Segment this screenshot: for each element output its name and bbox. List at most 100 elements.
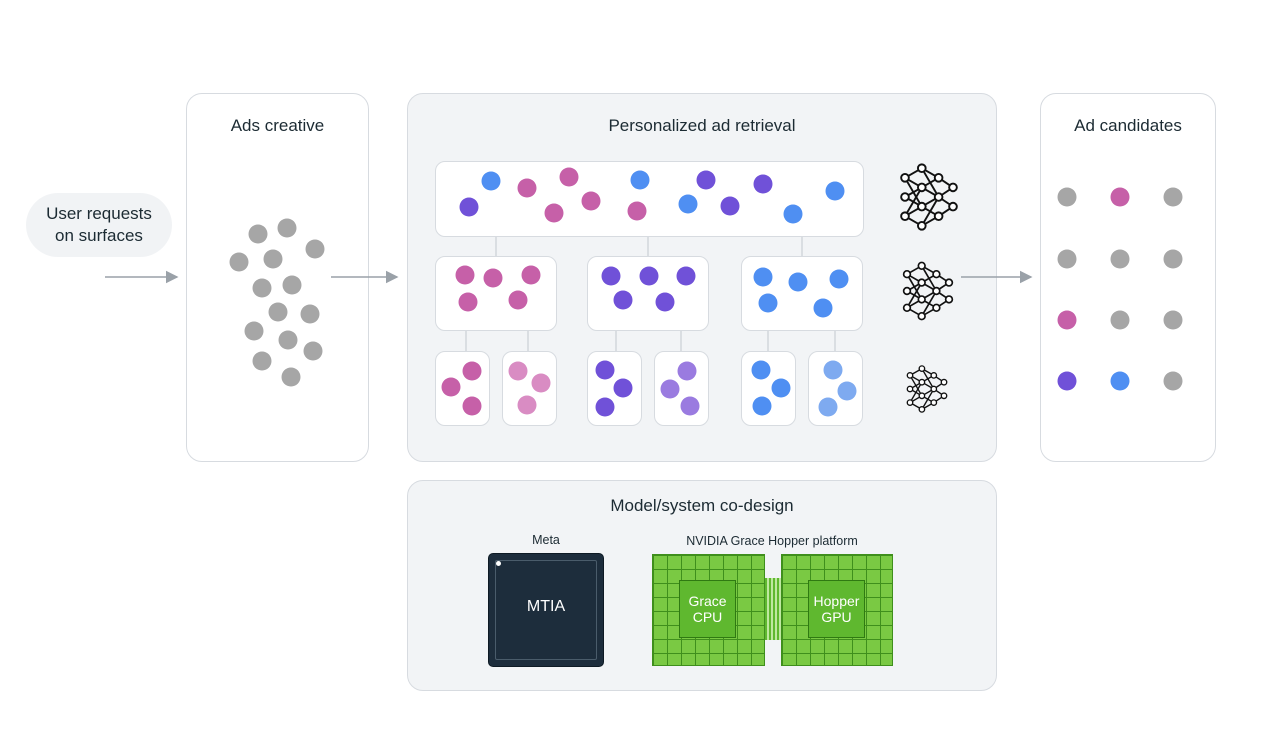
- neural-network-icon-large: [900, 163, 958, 231]
- ad-dot: [676, 266, 696, 286]
- ad-dot: [481, 171, 501, 191]
- ad-dot: [783, 204, 803, 224]
- meta-label: Meta: [532, 533, 560, 547]
- candidate-dot: [1163, 187, 1183, 207]
- ad-dot: [678, 194, 698, 214]
- ad-dot: [788, 272, 808, 292]
- candidate-dot: [1057, 187, 1077, 207]
- ad-dot: [462, 396, 482, 416]
- ad-candidates-panel: Ad candidates: [1040, 93, 1216, 462]
- ad-dot: [508, 290, 528, 310]
- ad-dot: [825, 181, 845, 201]
- level-3-dots: [441, 360, 857, 417]
- ad-dot: [823, 360, 843, 380]
- ad-dot: [517, 395, 537, 415]
- creative-dot: [277, 218, 297, 238]
- grace-cpu-core: Grace CPU: [679, 580, 736, 638]
- ad-dot: [595, 360, 615, 380]
- ad-dot: [758, 293, 778, 313]
- ad-dot: [753, 174, 773, 194]
- creative-dot: [268, 302, 288, 322]
- ads-creative-dots: [229, 218, 325, 387]
- ad-dot: [483, 268, 503, 288]
- hopper-gpu-core: Hopper GPU: [808, 580, 865, 638]
- mtia-chip-border: [495, 560, 597, 660]
- ad-dot: [655, 292, 675, 312]
- ad-dot: [517, 178, 537, 198]
- candidate-dot: [1057, 310, 1077, 330]
- ad-dot: [813, 298, 833, 318]
- grace-cpu-label: Grace CPU: [688, 593, 727, 625]
- retrieval-level-1-box: [435, 161, 864, 237]
- ad-dot: [613, 290, 633, 310]
- creative-dot: [300, 304, 320, 324]
- ad-dot: [677, 361, 697, 381]
- tree-connectors: [465, 237, 836, 351]
- creative-dot: [252, 278, 272, 298]
- ad-dot: [458, 292, 478, 312]
- codesign-title: Model/system co-design: [610, 496, 794, 515]
- mtia-chip-marker: [496, 561, 501, 566]
- creative-dot: [263, 249, 283, 269]
- ad-dot: [441, 377, 461, 397]
- ad-dot: [660, 379, 680, 399]
- level-1-dots: [459, 167, 845, 224]
- ad-dot: [581, 191, 601, 211]
- candidate-dot: [1110, 249, 1130, 269]
- mtia-label: MTIA: [526, 598, 566, 615]
- creative-dot: [282, 275, 302, 295]
- ad-dot: [753, 267, 773, 287]
- creative-dot: [278, 330, 298, 350]
- ads-creative-title: Ads creative: [230, 116, 325, 135]
- ad-dot: [544, 203, 564, 223]
- ad-dot: [613, 378, 633, 398]
- ad-dot: [462, 361, 482, 381]
- ad-dot: [455, 265, 475, 285]
- ad-dot: [601, 266, 621, 286]
- ad-dot: [521, 265, 541, 285]
- neural-network-icon-small: [906, 365, 948, 413]
- nvidia-label: NVIDIA Grace Hopper platform: [686, 534, 858, 548]
- ad-dot: [680, 396, 700, 416]
- creative-dot: [244, 321, 264, 341]
- ad-candidates-title: Ad candidates: [1074, 116, 1182, 135]
- ad-dot: [818, 397, 838, 417]
- neural-network-icon-medium: [902, 261, 954, 321]
- ad-dot: [752, 396, 772, 416]
- candidate-dot: [1163, 249, 1183, 269]
- hopper-gpu-label: Hopper GPU: [813, 593, 860, 625]
- ad-dot: [627, 201, 647, 221]
- candidate-dot: [1110, 187, 1130, 207]
- nvlink-bridge: [765, 578, 781, 640]
- ad-dot: [639, 266, 659, 286]
- creative-dot: [252, 351, 272, 371]
- ad-dot: [459, 197, 479, 217]
- ad-dot: [837, 381, 857, 401]
- ad-dot: [696, 170, 716, 190]
- candidate-dot: [1163, 310, 1183, 330]
- user-requests-bubble: User requests on surfaces: [26, 193, 172, 257]
- ad-dot: [559, 167, 579, 187]
- creative-dot: [305, 239, 325, 259]
- candidate-dot: [1057, 249, 1077, 269]
- candidate-dot: [1110, 310, 1130, 330]
- user-requests-label: User requests on surfaces: [46, 204, 152, 245]
- ad-dot: [720, 196, 740, 216]
- level-2-dots: [455, 265, 849, 318]
- candidate-dot: [1110, 371, 1130, 391]
- ad-dot: [595, 397, 615, 417]
- creative-dot: [229, 252, 249, 272]
- ad-dot: [771, 378, 791, 398]
- ad-candidates-dots: [1057, 187, 1183, 391]
- ad-dot: [531, 373, 551, 393]
- ad-dot: [630, 170, 650, 190]
- ad-dot: [829, 269, 849, 289]
- mtia-chip: MTIA: [489, 554, 603, 666]
- candidate-dot: [1163, 371, 1183, 391]
- candidate-dot: [1057, 371, 1077, 391]
- retrieval-title: Personalized ad retrieval: [608, 116, 796, 135]
- ad-dot: [751, 360, 771, 380]
- creative-dot: [303, 341, 323, 361]
- creative-dot: [281, 367, 301, 387]
